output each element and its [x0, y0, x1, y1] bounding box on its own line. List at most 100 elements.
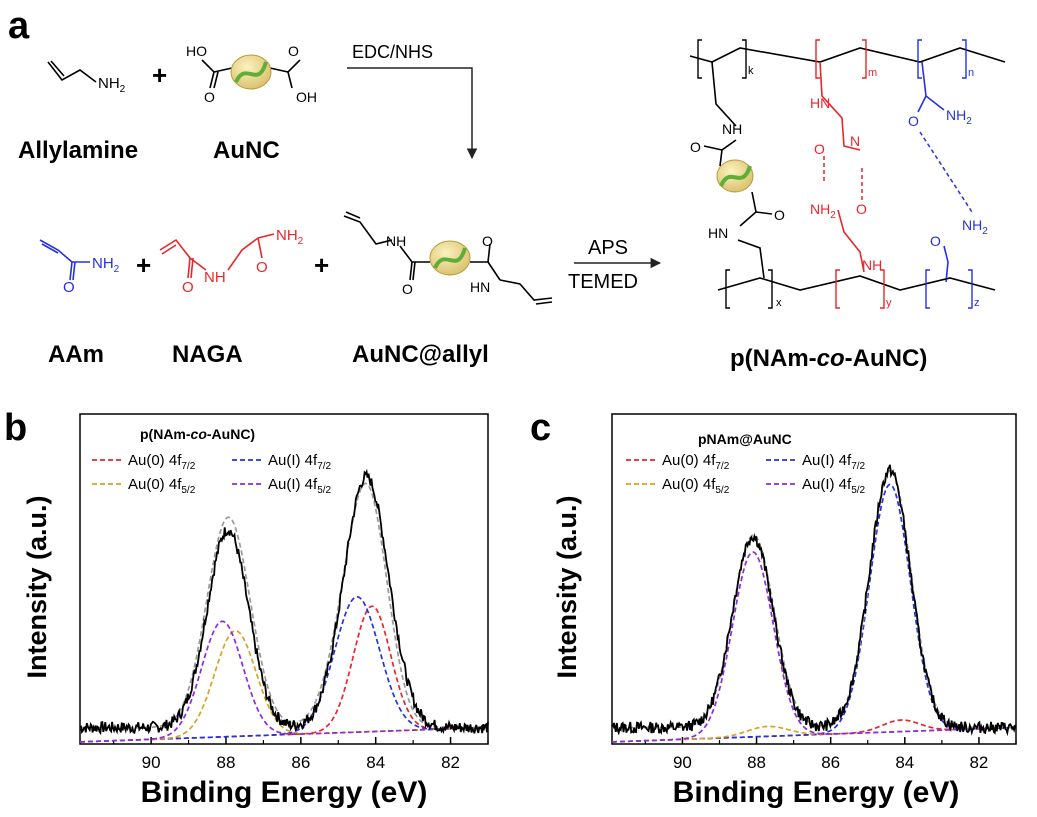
x-tick-label: 88 [747, 753, 766, 772]
step1-arrow [347, 67, 478, 160]
naga-o-atom-1: O [182, 279, 194, 296]
aunc-structure: HO O O OH [186, 43, 317, 105]
polymer-red-nh2-atom: NH2 [810, 201, 836, 221]
y-axis-label: Intensity (a.u.) [552, 495, 582, 678]
aunc-allyl-nh-atom: NH [386, 233, 406, 249]
legend-entry: Au(0) 4f7/2 [662, 452, 730, 472]
x-axis-label: Binding Energy (eV) [141, 776, 428, 809]
aunc-allyl-label: AuNC@allyl [352, 341, 489, 368]
x-tick-label: 86 [821, 753, 840, 772]
polymer-blue-nh2-atom-1: NH2 [946, 107, 972, 127]
allylamine-label: Allylamine [18, 137, 138, 164]
x-tick-label: 90 [142, 753, 161, 772]
polymer-subscript-x: x [776, 297, 782, 309]
legend-entry: Au(I) 4f7/2 [268, 452, 332, 472]
legend-entry: Au(0) 4f7/2 [128, 452, 196, 472]
aunc-ho-atom: HO [186, 43, 207, 59]
polymer-red-o-atom-2: O [856, 201, 867, 217]
aam-structure [39, 239, 90, 281]
x-ticks: 90 88 86 84 82 [113, 737, 489, 772]
polymer-red-o-atom-1: O [814, 141, 825, 157]
aam-label: AAm [48, 341, 104, 368]
panel-a-letter: a [8, 5, 30, 47]
polymer-blue-nh2-atom-2: NH2 [962, 217, 988, 237]
fit-envelope-line [612, 469, 1016, 729]
curves [611, 464, 1017, 743]
polymer-o-atom-2: O [774, 207, 785, 223]
naga-o-atom-2: O [256, 259, 268, 276]
measured-spectrum-line [611, 464, 1017, 737]
polymer-nh-atom-1: NH [722, 121, 742, 137]
naga-nh2-atom: NH2 [276, 227, 304, 247]
polymer-blue-o-atom-2: O [930, 233, 941, 249]
fit-component-line [612, 551, 1016, 743]
legend-entry: Au(0) 4f5/2 [128, 476, 196, 496]
polymer-label: p(NAm-co-AuNC) [730, 345, 927, 372]
polymer-ligand-shell-icon [719, 165, 752, 187]
xps-chart-b: b Intensity (a.u.) Binding Energy (eV) 9… [4, 407, 489, 809]
polymer-hn-atom: HN [708, 225, 728, 241]
aunc-o-atom-1: O [204, 89, 215, 105]
x-tick-label: 84 [366, 753, 385, 772]
aunc-allyl-o-atom-1: O [402, 281, 413, 297]
panel-b-letter: b [4, 407, 27, 449]
legend: Au(0) 4f7/2 Au(I) 4f7/2Au(0) 4f5/2 Au(I) 4… [626, 452, 866, 496]
aunc-ligand-shell-icon [234, 61, 268, 83]
aunc-allyl-nanocluster-icon [429, 240, 471, 276]
legend-entry: Au(I) 4f5/2 [268, 476, 332, 496]
polymer-subscript-z: z [974, 297, 980, 309]
legend-entry: Au(0) 4f5/2 [662, 476, 730, 496]
naga-label: NAGA [172, 341, 243, 368]
x-ticks: 90 88 86 84 82 [644, 737, 1017, 772]
plus-sign-1: + [152, 60, 167, 90]
curves [79, 468, 489, 743]
plot-frame [611, 413, 1017, 745]
x-tick-label: 82 [441, 753, 460, 772]
x-tick-label: 82 [969, 753, 988, 772]
naga-structure [159, 233, 275, 279]
step1-reagent: EDC/NHS [352, 42, 433, 62]
polymer-red-hn-atom: HN [810, 95, 830, 111]
aam-o-atom: O [63, 279, 75, 296]
x-tick-label: 88 [217, 753, 236, 772]
legend-entry: Au(I) 4f5/2 [802, 476, 866, 496]
x-axis-label: Binding Energy (eV) [673, 776, 960, 809]
x-tick-label: 90 [673, 753, 692, 772]
allylamine-structure [47, 60, 97, 83]
plot-frame [79, 413, 489, 745]
x-tick-label: 84 [895, 753, 914, 772]
polymer-subscript-k: k [748, 65, 754, 77]
aunc-oh-atom: OH [296, 89, 317, 105]
legend-entry: Au(I) 4f7/2 [802, 452, 866, 472]
polymer-red-nh-atom: NH [862, 257, 882, 273]
polymer-o-atom-1: O [690, 139, 701, 155]
polymer-subscript-m: m [868, 67, 877, 79]
reaction-scheme: a NH2 + Allylamine HO O O OH AuNC EDC/NH… [8, 5, 1006, 372]
x-tick-label: 86 [291, 753, 310, 772]
aunc-allyl-structure: NH O O HN [343, 211, 553, 305]
chart-title: pNAm@AuNC [698, 431, 792, 447]
xps-chart-c: c Intensity (a.u.) Binding Energy (eV) 9… [530, 407, 1017, 809]
aam-nh2-atom: NH2 [92, 255, 120, 275]
aunc-o-atom-2: O [288, 43, 299, 59]
panel-c-letter: c [530, 407, 551, 449]
step2-reagent-bottom: TEMED [568, 271, 638, 293]
polymer-red-n-atom: N [850, 133, 860, 149]
legend: Au(0) 4f7/2 Au(I) 4f7/2Au(0) 4f5/2 Au(I) 4… [92, 452, 332, 496]
chart-title: p(NAm-co-AuNC) [140, 426, 255, 442]
measured-spectrum-line [79, 468, 489, 736]
polymer-network: k m n NH O O HN HN O N NH2 O NH O NH2 NH… [689, 39, 1006, 309]
panel-c: c Intensity (a.u.) Binding Energy (eV) 9… [526, 392, 1031, 817]
allylamine-nh2-atom: NH2 [98, 75, 126, 95]
aunc-allyl-hn-atom: HN [470, 279, 490, 295]
y-axis-label: Intensity (a.u.) [22, 495, 52, 678]
naga-nh-atom: NH [204, 269, 226, 286]
polymer-subscript-y: y [886, 297, 892, 309]
fit-envelope-line [80, 482, 488, 729]
aunc-allyl-o-atom-2: O [482, 233, 493, 249]
fit-component-line [80, 620, 488, 743]
polymer-subscript-n: n [968, 67, 974, 79]
step2-reagent-top: APS [588, 237, 628, 259]
aunc-label: AuNC [213, 137, 280, 164]
plus-sign-2: + [136, 250, 151, 280]
